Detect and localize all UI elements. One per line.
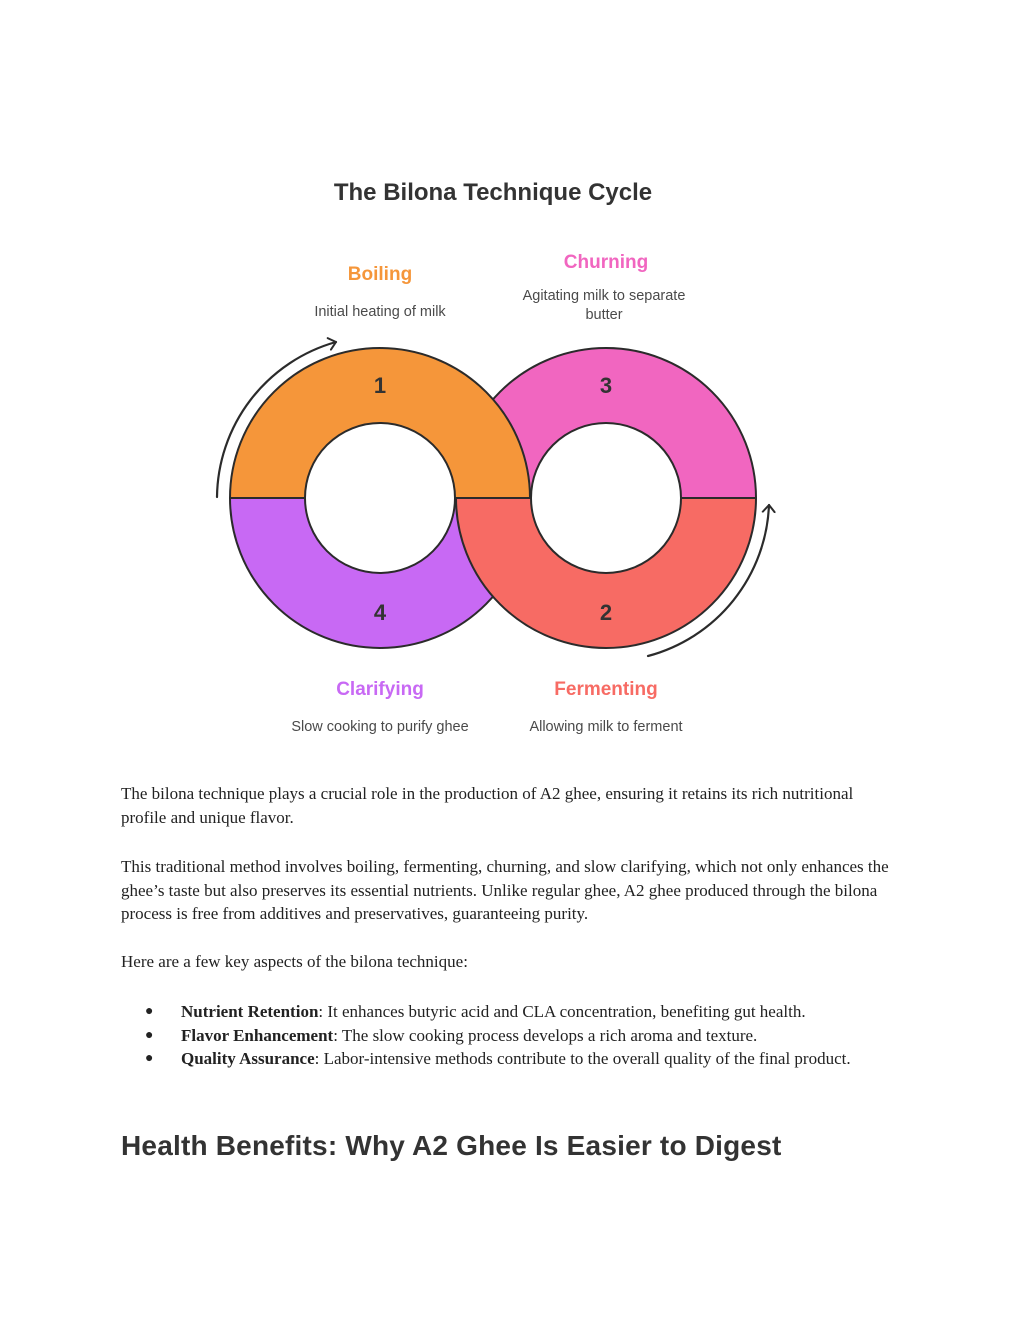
stage-1-number: 1 [374,373,386,398]
cycle-arrow-left-icon [215,337,338,499]
key-aspects-list: ● Nutrient Retention: It enhances butyri… [145,1000,901,1071]
bullet-icon: ● [145,1027,154,1043]
list-item-term: Quality Assurance [181,1049,315,1068]
list-item-text: : Labor-intensive methods contribute to … [314,1049,851,1068]
stage-3-title: Churning [564,252,648,273]
stage-1-title: Boiling [348,264,412,285]
list-item-text: : The slow cooking process develops a ri… [333,1025,758,1045]
stage-3-churning-segment [455,347,757,499]
list-item: ● Quality Assurance: Labor-intensive met… [145,1047,901,1071]
method-paragraph: This traditional method involves boiling… [121,857,889,923]
diagram-title: The Bilona Technique Cycle [334,179,652,206]
list-item-term: Flavor Enhancement [181,1025,334,1045]
bullet-icon: ● [145,1004,154,1019]
list-item-text: : It enhances butyric acid and CLA conce… [318,1002,806,1021]
key-aspects-intro: Here are a few key aspects of the bilona… [121,952,468,971]
list-item-term: Nutrient Retention [181,1002,319,1021]
stage-2-number: 2 [600,600,612,625]
list-item: ● Nutrient Retention: It enhances butyri… [145,1000,901,1024]
stage-4-number: 4 [374,600,387,625]
stage-2-description: Allowing milk to ferment [529,719,682,735]
stage-4-description: Slow cooking to purify ghee [291,719,468,735]
stage-1-description: Initial heating of milk [314,304,446,320]
stage-4-title: Clarifying [336,679,424,700]
stage-2-fermenting-segment [455,497,757,649]
stage-3-description-line2: butter [585,307,622,323]
stage-2-title: Fermenting [554,679,657,700]
stage-3-description-line1: Agitating milk to separate [523,288,686,304]
cycle-arrow-right-icon [646,503,776,658]
bullet-icon: ● [145,1051,154,1066]
section-heading: Health Benefits: Why A2 Ghee Is Easier t… [121,1130,782,1161]
stage-3-number: 3 [600,373,612,398]
list-item: ● Flavor Enhancement: The slow cooking p… [145,1024,901,1048]
bilona-cycle-diagram: The Bilona Technique Cycle 1 3 4 2 Boili… [215,179,776,735]
intro-paragraph: The bilona technique plays a crucial rol… [121,784,854,827]
stage-1-boiling-segment [229,347,531,499]
